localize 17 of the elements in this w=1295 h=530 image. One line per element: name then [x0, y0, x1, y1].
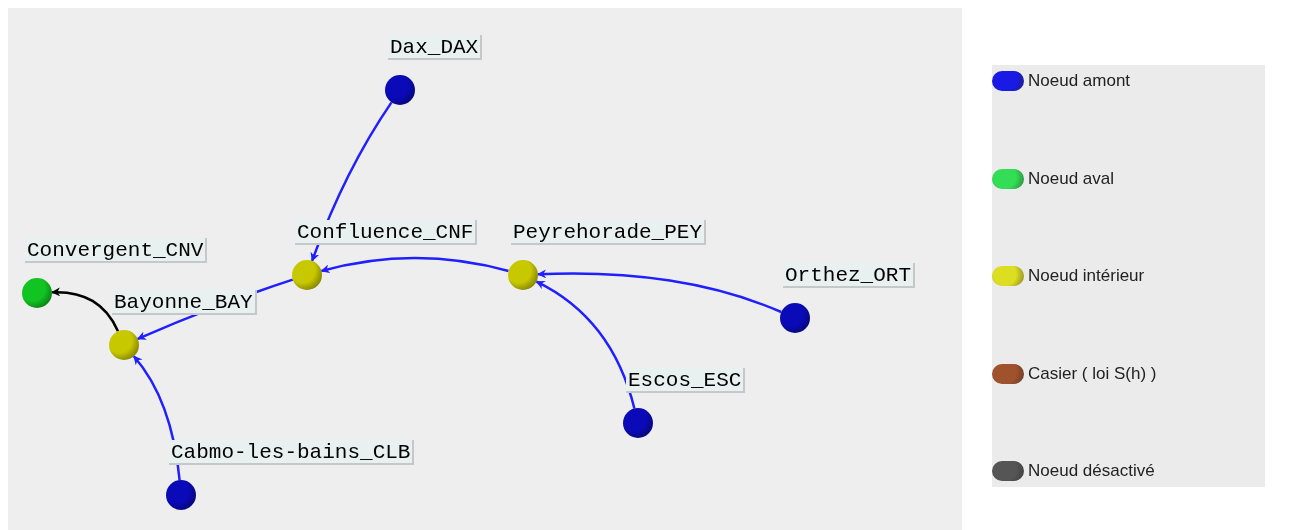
- node-label: Bayonne_BAY: [112, 290, 257, 315]
- legend-label: Noeud désactivé: [1028, 460, 1155, 483]
- legend-label: Noeud amont: [1028, 70, 1131, 93]
- legend-label: Noeud aval: [1028, 167, 1114, 190]
- flow-arrow: [535, 280, 636, 409]
- node-label: Convergent_CNV: [25, 238, 208, 263]
- node-label: Dax_DAX: [388, 35, 483, 60]
- legend-label: Noeud intérieur: [1028, 265, 1145, 288]
- node-label: Escos_ESC: [626, 368, 746, 393]
- flow-arrow: [51, 287, 120, 332]
- node-label: Confluence_CNF: [295, 220, 478, 245]
- flow-arrow: [537, 269, 782, 314]
- node-label: Orthez_ORT: [783, 263, 916, 288]
- flow-arrow: [320, 256, 509, 274]
- node-label: Cabmo-les-bains_CLB: [169, 440, 415, 465]
- legend-label: Casier ( loi S(h) ): [1028, 362, 1157, 385]
- node-label: Peyrehorade_PEY: [511, 220, 707, 245]
